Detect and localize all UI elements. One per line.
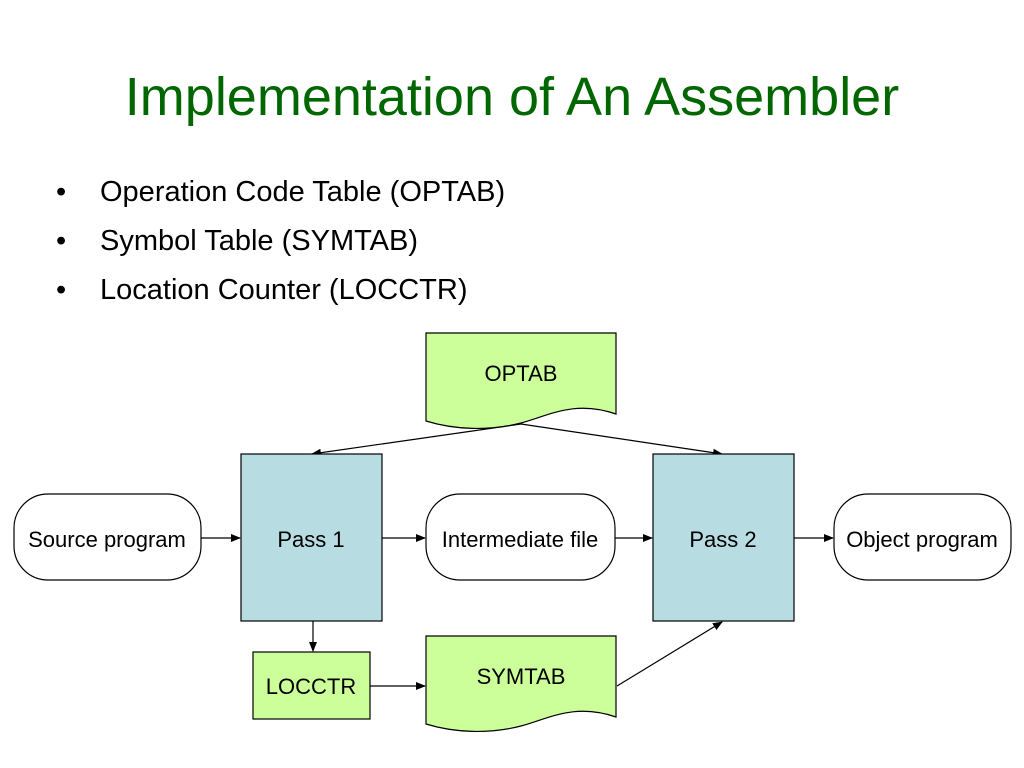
bullet-text: Location Counter (LOCCTR) [100, 274, 468, 306]
bullet-dot-icon: • [56, 274, 67, 306]
bullet-dot-icon: • [56, 225, 67, 257]
symtab-node: SYMTAB [425, 635, 617, 732]
optab-node: OPTAB [425, 332, 617, 429]
pass2-label: Pass 2 [689, 527, 756, 552]
object-program-node: Object program [833, 493, 1012, 581]
pass1-label: Pass 1 [277, 527, 344, 552]
bullet-item: • Symbol Table (SYMTAB) [56, 217, 505, 266]
bullet-text: Operation Code Table (OPTAB) [100, 176, 506, 208]
bullet-item: • Location Counter (LOCCTR) [56, 266, 505, 315]
bullet-dot-icon: • [56, 176, 67, 208]
optab-label: OPTAB [485, 361, 558, 386]
arrow-optab-pass1 [311, 423, 522, 457]
intermediate-file-label: Intermediate file [442, 527, 599, 552]
pass1-node: Pass 1 [240, 453, 383, 622]
symtab-label: SYMTAB [477, 664, 566, 689]
arrow-optab-pass2 [520, 423, 723, 457]
source-program-label: Source program [28, 527, 186, 552]
locctr-node: LOCCTR [252, 651, 371, 720]
source-program-node: Source program [13, 493, 202, 581]
bullet-list: • Operation Code Table (OPTAB) • Symbol Ta… [56, 168, 505, 315]
bullet-item: • Operation Code Table (OPTAB) [56, 168, 505, 217]
locctr-label: LOCCTR [266, 674, 356, 699]
slide-title: Implementation of An Assembler [124, 67, 900, 127]
pass2-node: Pass 2 [652, 453, 795, 622]
intermediate-file-node: Intermediate file [425, 493, 616, 581]
object-program-label: Object program [846, 527, 998, 552]
arrow-symtab-pass2 [616, 621, 723, 687]
bullet-text: Symbol Table (SYMTAB) [100, 225, 419, 257]
